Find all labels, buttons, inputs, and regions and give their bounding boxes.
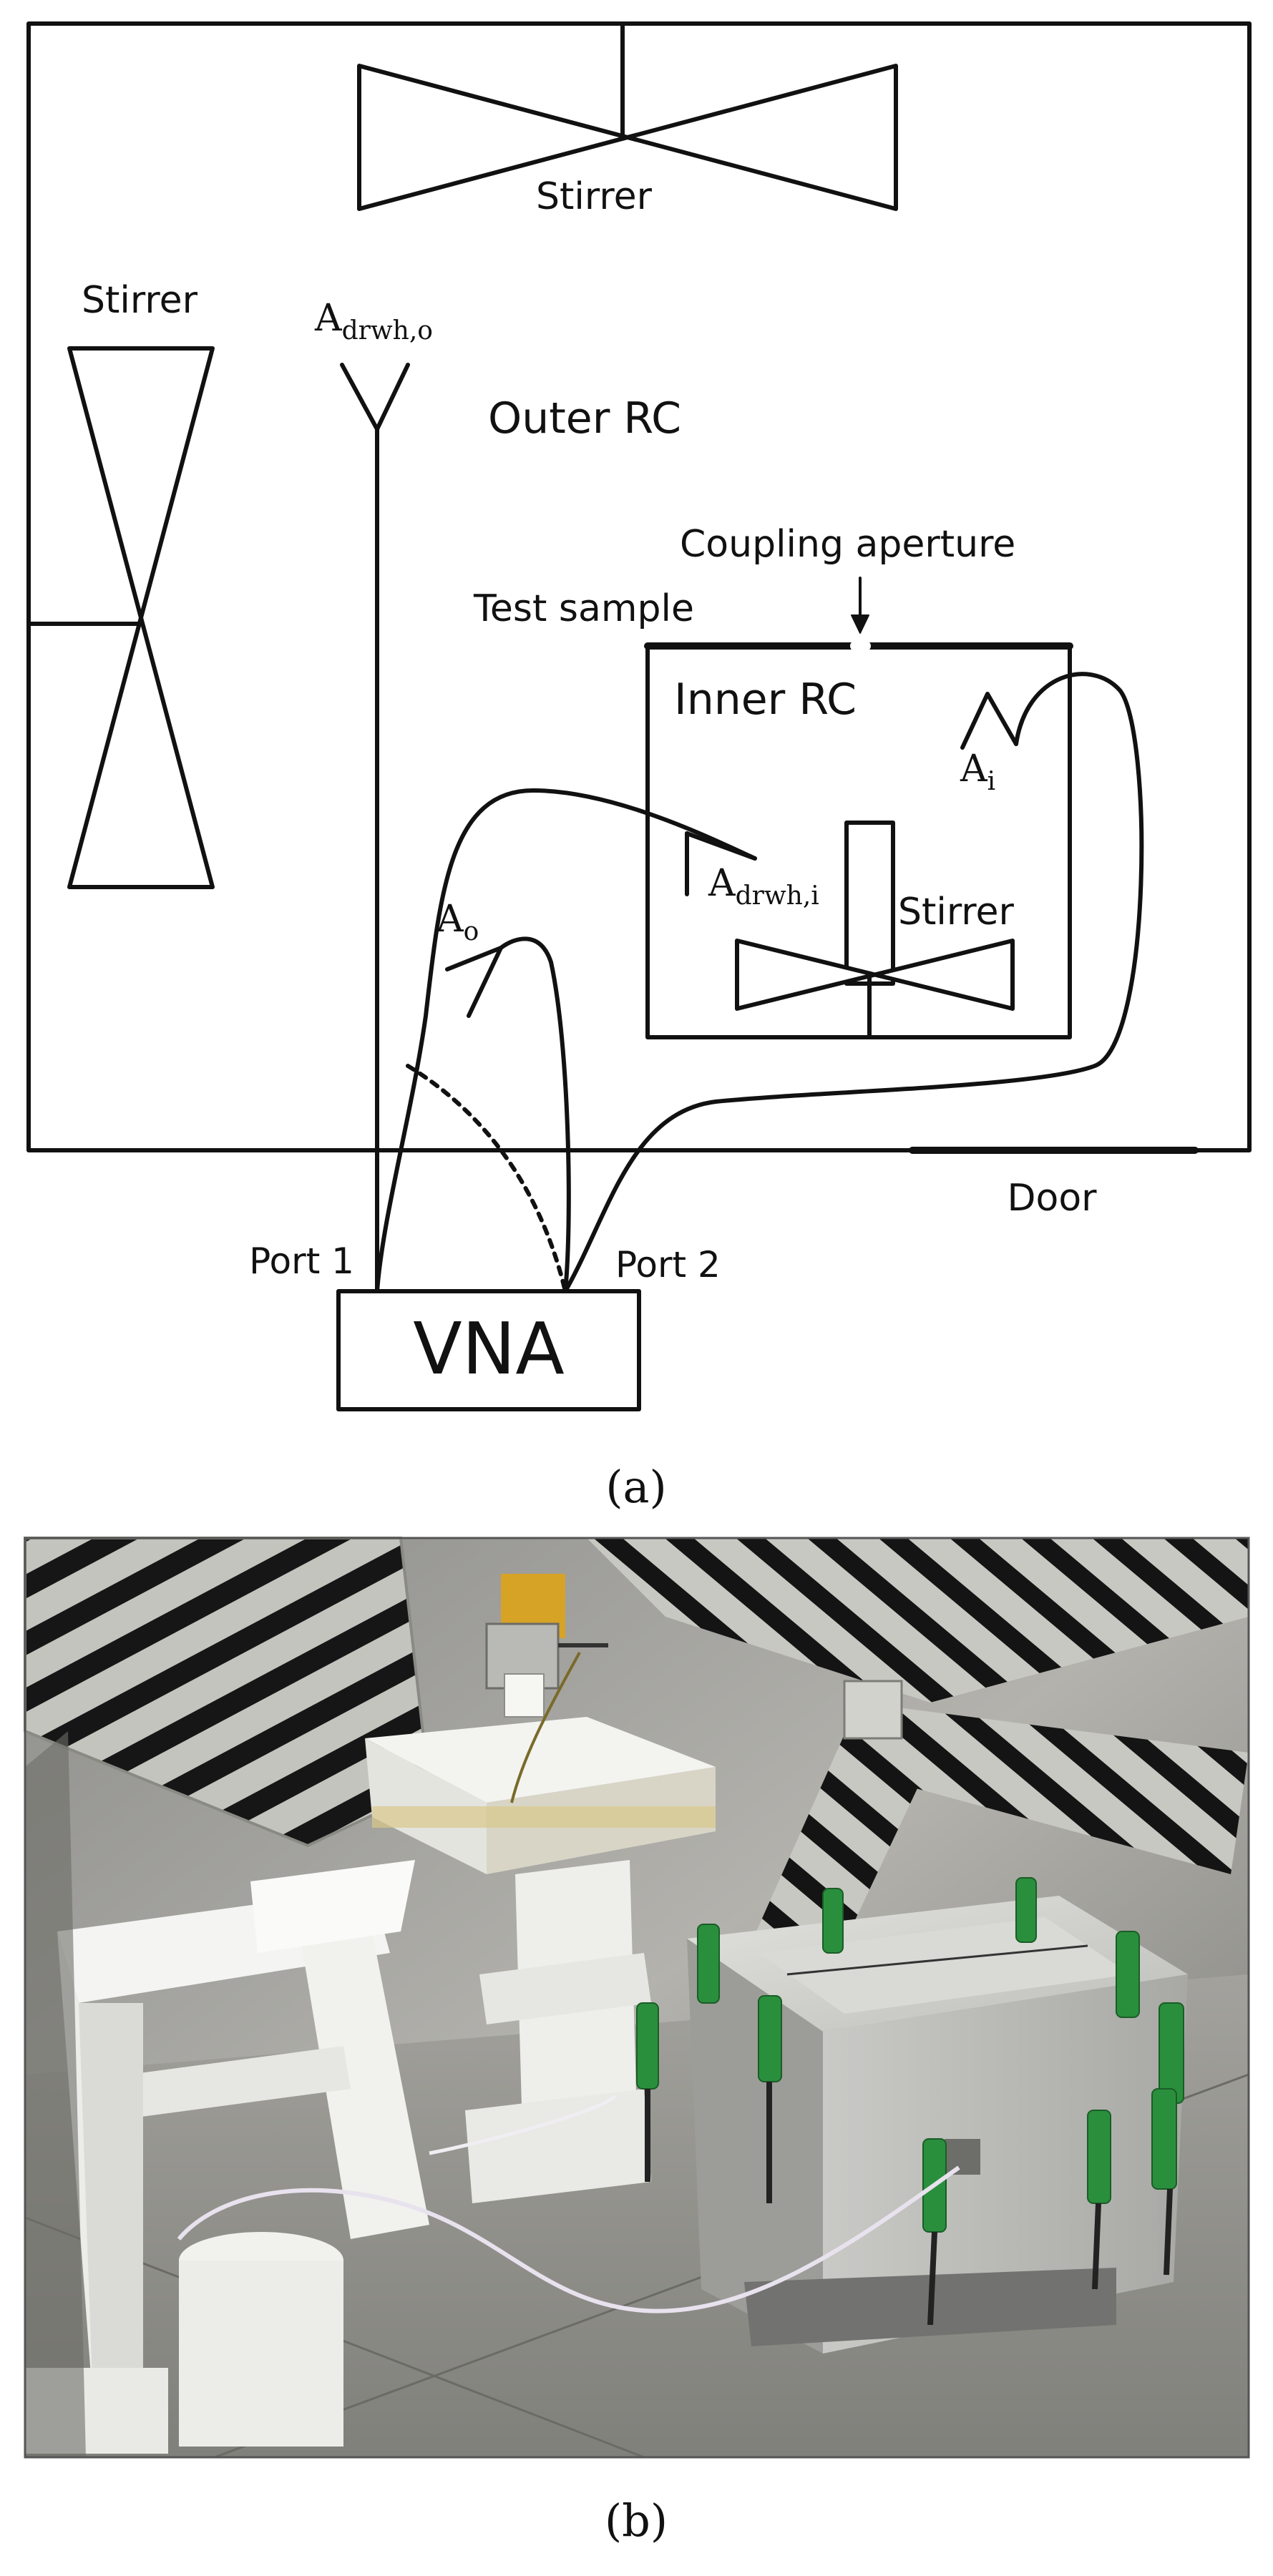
cable-dotted-port1-to-port2 [406,1064,567,1293]
door-label: Door [1007,1177,1097,1220]
clamps [636,1877,1184,2233]
antenna-outer-drwh [340,363,410,1293]
test-sample-label: Test sample [473,587,694,630]
clamp-rods [645,2082,1173,2326]
stirrer-left [26,346,215,889]
vna-box [336,1289,641,1411]
diagram-panel [26,21,1252,1411]
coupling-aperture-label: Coupling aperture [680,523,1015,566]
stirrer-top-label: Stirrer [536,175,653,218]
cable-port2-to-ao [499,936,571,1293]
coupling-aperture-arrow [851,577,869,634]
photo-panel [24,1537,1250,2459]
port1-label: Port 1 [249,1240,354,1282]
port2-label: Port 2 [615,1244,721,1285]
antenna-inner-label: Ai [960,748,995,796]
stirrer-inner [735,821,1015,1039]
antenna-outer [445,946,503,1018]
stirrer-inner-label: Stirrer [898,891,1015,934]
stirrer-left-label: Stirrer [82,279,198,322]
caption-b: (b) [605,2494,668,2547]
caption-a: (a) [605,1461,666,1513]
antenna-inner-drwh-label: Adrwh,i [708,862,819,911]
cable-port2-to-ai [563,672,1144,1293]
cable-port1-to-adrwh-i [375,788,757,1293]
antenna-outer-drwh-label: Adrwh,o [314,297,433,346]
outer-rc-label: Outer RC [488,393,681,444]
stirrer-top [357,21,898,211]
vna-label: VNA [413,1307,565,1391]
antenna-outer-label: Ao [436,898,479,946]
inner-rc-label: Inner RC [674,675,857,725]
inner-rc [644,641,1073,1039]
antenna-inner [960,692,1018,750]
